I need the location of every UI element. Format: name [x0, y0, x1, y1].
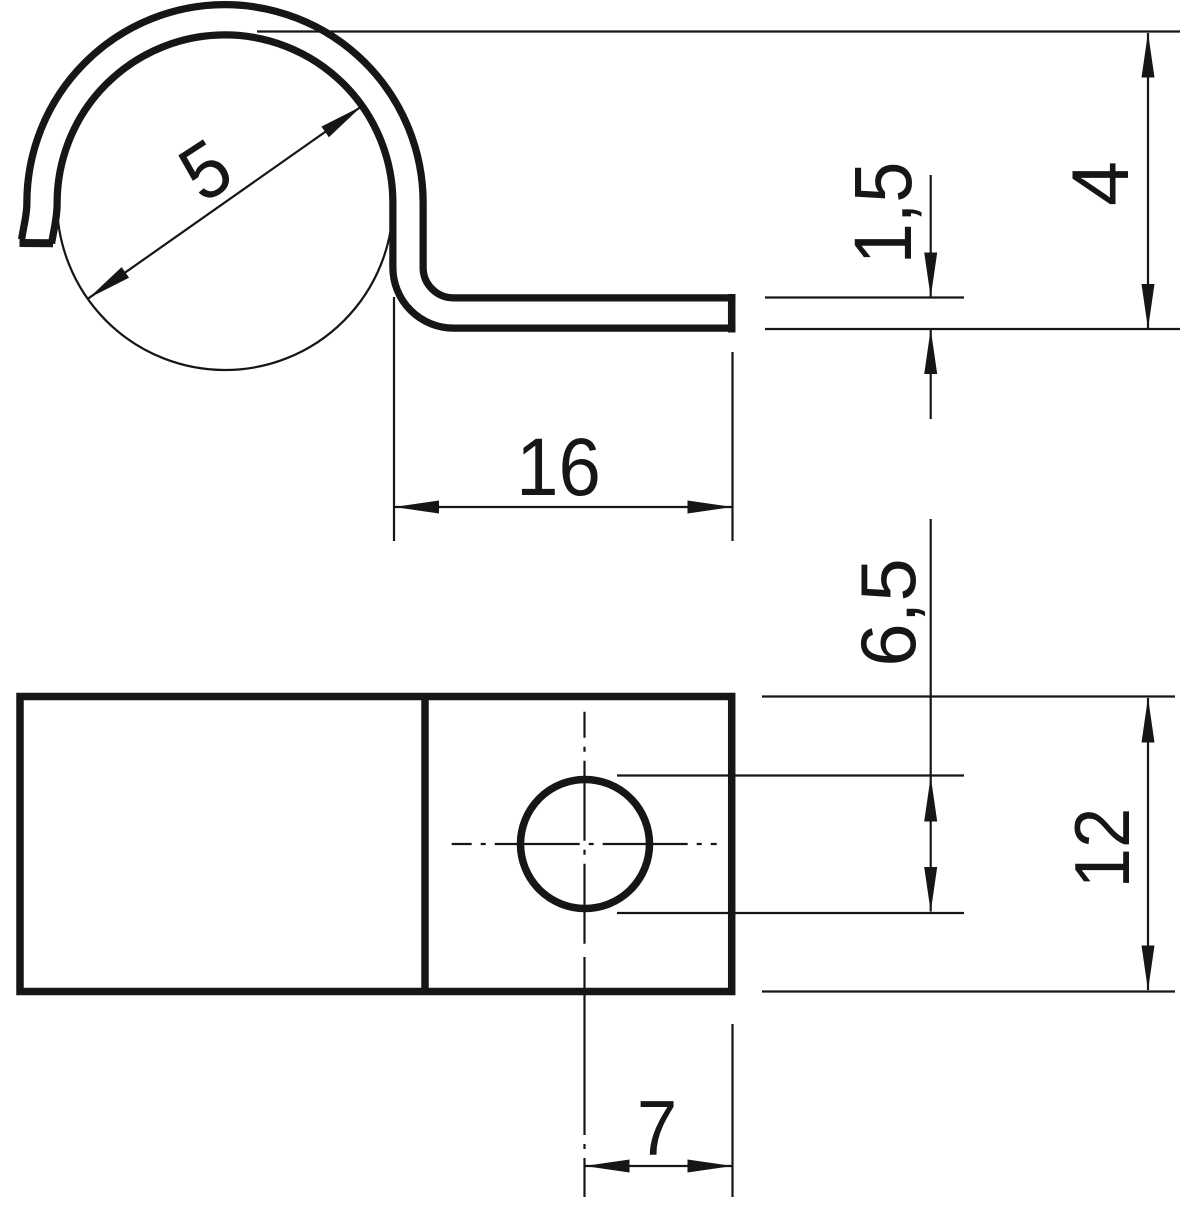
svg-text:6,5: 6,5 [844, 558, 932, 666]
svg-text:16: 16 [516, 420, 601, 512]
svg-text:4: 4 [1056, 161, 1146, 206]
svg-text:1,5: 1,5 [836, 162, 929, 265]
svg-text:12: 12 [1059, 808, 1146, 889]
svg-text:7: 7 [637, 1085, 677, 1172]
